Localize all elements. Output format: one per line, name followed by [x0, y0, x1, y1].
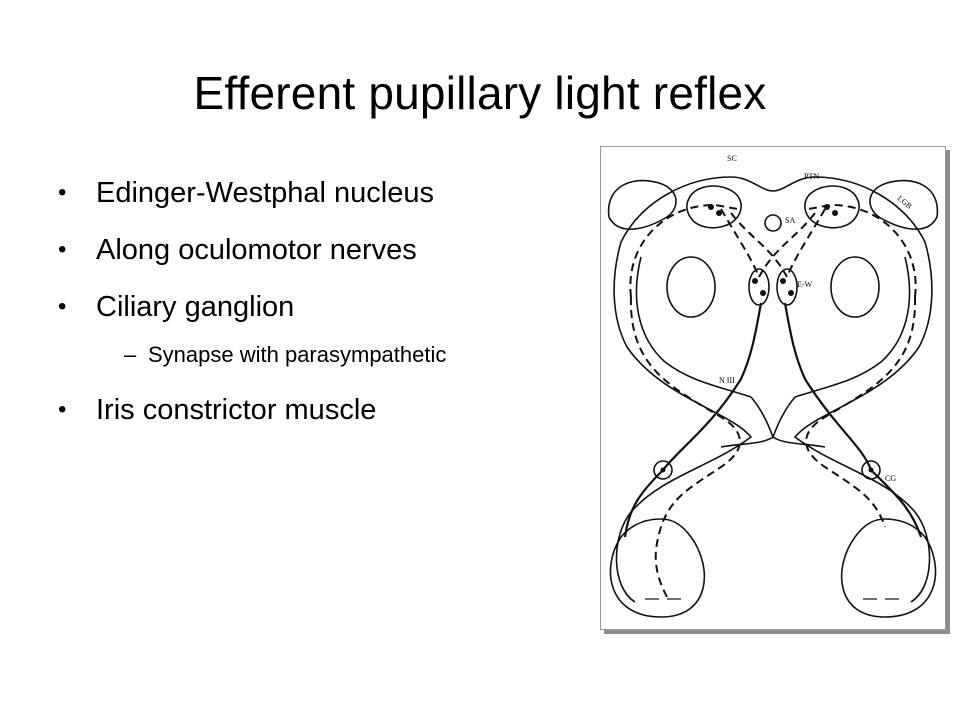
label-sa: SA [785, 216, 795, 225]
bullet-text: Along oculomotor nerves [96, 234, 417, 266]
right-dashed-optic [805, 296, 917, 528]
synapse-dot [752, 278, 758, 284]
pupillary-pathway-diagram: SC PTN SA LGB E-W N III CG [600, 146, 946, 630]
synapse-dot [868, 467, 874, 473]
left-red-nucleus [666, 256, 716, 318]
synapse-dot [708, 204, 714, 210]
left-dashed-optic [629, 296, 741, 598]
bullet-marker: • [58, 293, 67, 320]
synapse-dot [780, 278, 786, 284]
pathway-svg: SC PTN SA LGB E-W N III CG [607, 154, 939, 618]
right-ciliary-ganglion [861, 460, 881, 480]
left-lgb-lobe [607, 179, 677, 230]
left-ciliary-ganglion [653, 460, 673, 480]
bullet-item: • Edinger-Westphal nucleus [58, 176, 446, 210]
right-inner-outline [794, 256, 911, 398]
bullet-text: Edinger-Westphal nucleus [96, 177, 434, 209]
left-pretectal-nucleus [686, 185, 742, 229]
right-oculomotor-nerve [783, 302, 923, 538]
sylvian-aqueduct [764, 214, 782, 232]
left-ew-nucleus [748, 268, 770, 306]
label-ptn: PTN [804, 172, 819, 181]
bullet-item: • Along oculomotor nerves [58, 233, 446, 267]
label-ew: E-W [797, 280, 813, 289]
cross-to-ew-left [758, 212, 816, 278]
bullet-text: Iris constrictor muscle [96, 394, 377, 426]
right-outer-outline [793, 241, 933, 603]
label-sc: SC [727, 154, 737, 163]
right-red-nucleus [830, 256, 880, 318]
cross-to-ew-right [730, 212, 788, 278]
bullet-item: • Ciliary ganglion [58, 290, 446, 324]
bullet-item: • Iris constrictor muscle [58, 393, 446, 427]
pretectal-to-ew-left [720, 208, 760, 278]
synapse-dot [832, 210, 838, 216]
bullet-marker: • [58, 179, 67, 206]
right-eye-globe [840, 518, 937, 618]
right-ew-nucleus [776, 268, 798, 306]
chiasm-top [750, 396, 796, 440]
left-dashed-tract [629, 203, 740, 298]
left-eye-globe [609, 518, 706, 618]
brainstem-outline [620, 176, 926, 243]
chiasm-mid [720, 436, 826, 448]
bullet-marker: • [58, 236, 67, 263]
left-inner-outline [635, 256, 752, 398]
right-dashed-tract [806, 203, 917, 298]
synapse-dot [788, 290, 794, 296]
label-cg: CG [885, 474, 896, 483]
synapse-dot [716, 210, 722, 216]
left-oculomotor-nerve [623, 302, 763, 538]
slide-title: Efferent pupillary light reflex [193, 67, 767, 119]
bullet-list: • Edinger-Westphal nucleus • Along oculo… [58, 176, 446, 450]
synapse-dot [660, 467, 666, 473]
synapse-dot [760, 290, 766, 296]
bullet-text: Ciliary ganglion [96, 291, 295, 323]
right-lgb-lobe [869, 179, 939, 230]
pretectal-to-ew-right [786, 208, 826, 278]
right-pretectal-nucleus [804, 185, 860, 229]
label-n3: N III [719, 376, 735, 385]
synapse-dot [824, 204, 830, 210]
sub-bullet-marker: – [124, 342, 137, 367]
sub-bullet-item: – Synapse with parasympathetic [58, 341, 446, 369]
sub-bullet-text: Synapse with parasympathetic [148, 342, 447, 367]
bullet-marker: • [58, 396, 67, 423]
left-outer-outline [613, 241, 753, 603]
